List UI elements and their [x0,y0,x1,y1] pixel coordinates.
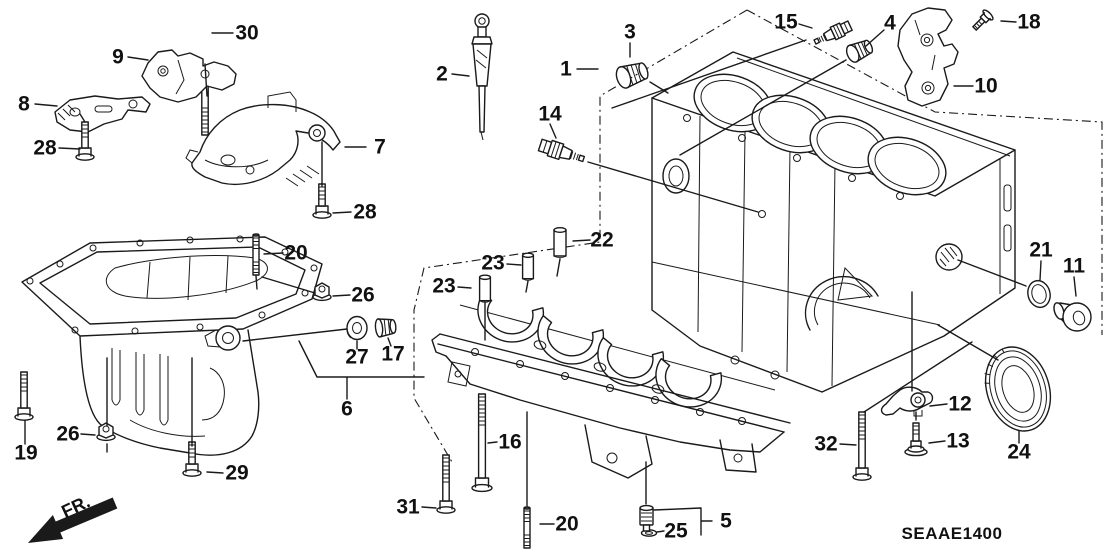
part-label-26-16: 16 [498,430,522,454]
bolt-18 [970,9,994,33]
bracket-10 [898,8,958,106]
oil-plug-5 [640,506,653,531]
cylinder-block-drawing [652,52,1015,392]
part-label-14-22: 22 [590,228,614,252]
bolt-13 [905,423,927,456]
part-label-24-29: 29 [225,461,249,485]
lower-block-drawing [432,287,790,478]
part-label-21-6: 6 [341,397,353,421]
part-label-27-20: 20 [555,512,579,536]
part-label-1-9: 9 [112,45,124,69]
reference-dash-lines [414,10,1102,462]
part-label-0-30: 30 [235,21,259,45]
front-direction-arrow [28,497,118,543]
part-label-18-26: 26 [351,283,375,307]
part-label-16-23: 23 [432,274,456,298]
part-label-10-15: 15 [774,10,798,34]
part-label-32-12: 12 [948,392,972,416]
part-label-7-3: 3 [624,20,636,44]
dipstick-2 [472,14,492,140]
part-label-4-7: 7 [374,135,386,159]
part-label-30-21: 21 [1029,238,1053,262]
part-label-20-17: 17 [381,342,405,366]
baffle-plate-7 [186,92,340,186]
part-label-31-11: 11 [1062,254,1086,278]
leader-lines [25,21,1076,535]
part-label-15-23: 23 [481,251,505,275]
bolt-19 [15,372,33,420]
part-label-12-18: 18 [1017,10,1041,34]
part-label-35-24: 24 [1007,440,1031,464]
oil-pan-drawing [22,236,322,455]
plate-8 [55,96,150,132]
part-label-6-2: 2 [436,62,448,86]
part-label-2-8: 8 [18,92,30,116]
oil-jet-12 [882,387,933,416]
part-label-19-27: 27 [345,345,369,369]
part-label-13-10: 10 [974,74,998,98]
part-label-11-4: 4 [884,11,896,35]
part-label-5-28: 28 [353,200,377,224]
oil-seal-24 [975,339,1061,440]
bolt-31 [437,455,455,513]
part-label-22-26: 26 [56,422,80,446]
washer-27 [347,317,367,340]
diagram-code: SEAAE1400 [901,524,1003,543]
washer-21 [1025,278,1053,310]
part-label-23-19: 19 [14,441,38,465]
part-label-34-13: 13 [946,429,970,453]
sealing-bolt-11 [1052,302,1091,331]
bolt-32 [853,412,871,480]
part-label-28-25: 25 [664,519,688,543]
part-label-3-28: 28 [33,136,57,160]
drain-bolt-17 [375,317,397,337]
part-label-25-31: 31 [396,495,420,519]
part-label-33-32: 32 [814,432,838,456]
part-label-9-14: 14 [538,102,562,126]
bolt-16 [472,394,492,491]
part-label-17-20: 20 [284,241,308,265]
part-label-29-5: 5 [720,509,732,533]
part-label-8-1: 1 [560,57,572,81]
